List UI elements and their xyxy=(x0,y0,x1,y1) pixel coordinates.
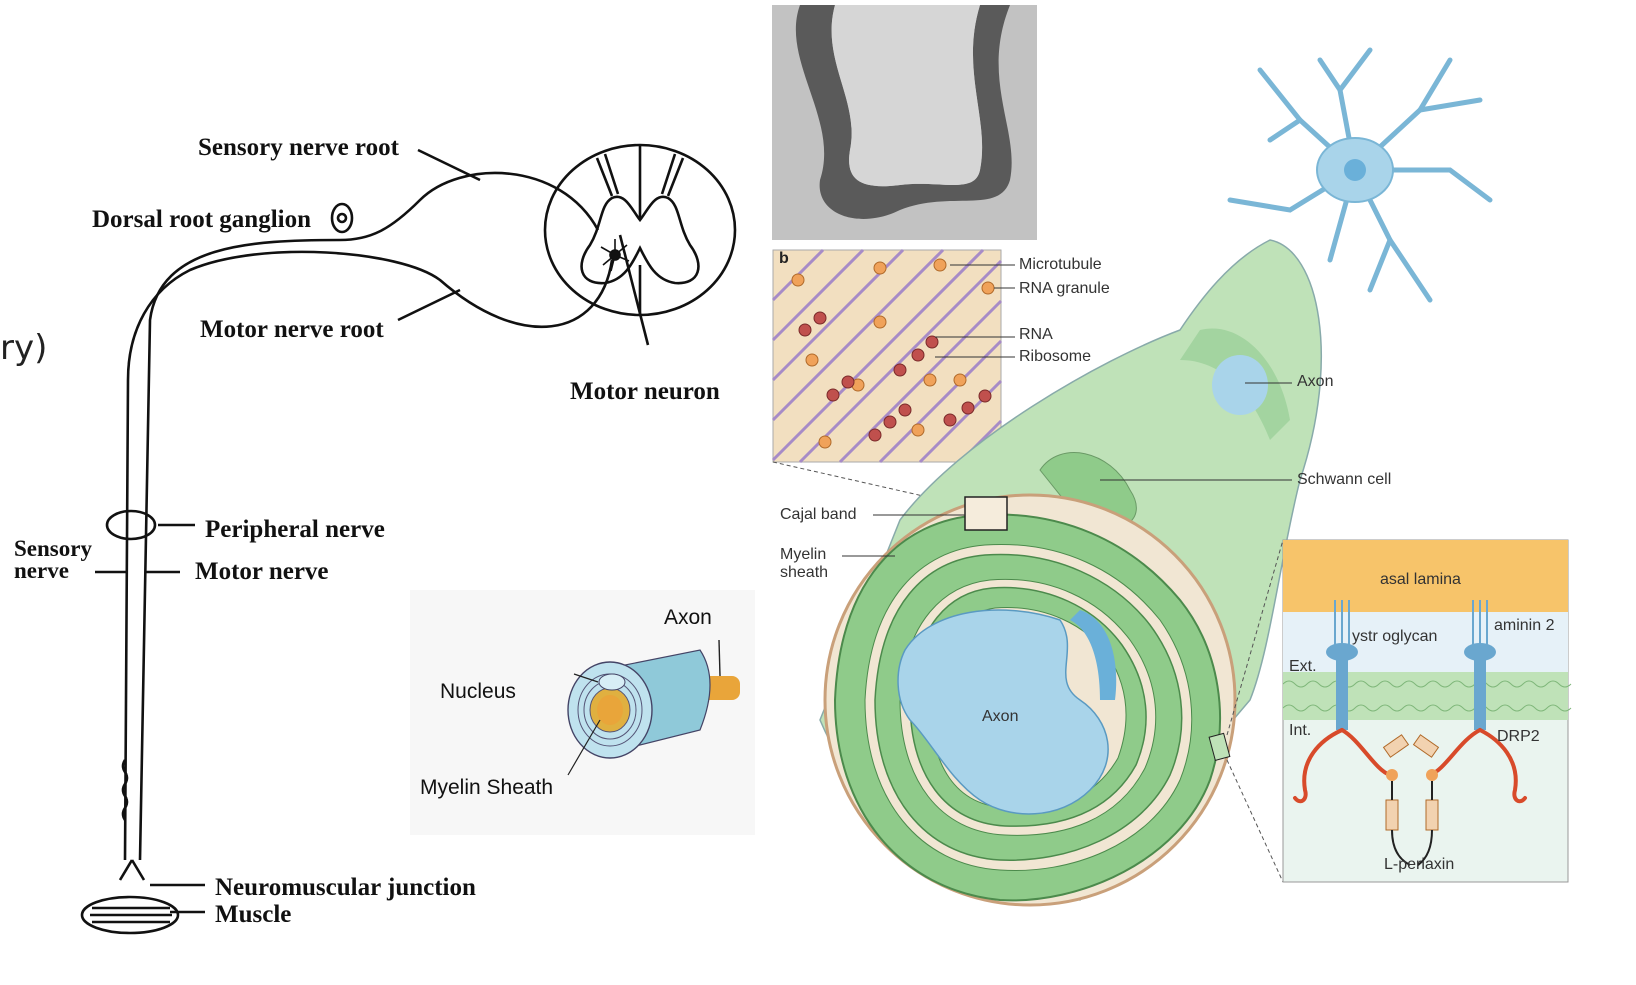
label-microtubule: Microtubule xyxy=(1019,256,1102,274)
label-cajal-band: Cajal band xyxy=(780,506,857,524)
label-panel-b: b xyxy=(779,250,789,268)
label-myelin-sheath: Myelin sheath xyxy=(780,546,828,582)
label-axon-top: Axon xyxy=(1297,373,1333,391)
label-axon-center: Axon xyxy=(982,708,1018,726)
label-periaxin: L-periaxin xyxy=(1384,856,1454,874)
label-drp2: DRP2 xyxy=(1497,728,1540,746)
molecular-inset xyxy=(1283,540,1571,882)
label-laminin: aminin 2 xyxy=(1494,617,1554,635)
label-basal-lamina: asal lamina xyxy=(1380,571,1461,589)
label-rna-granule: RNA granule xyxy=(1019,280,1110,298)
label-rna: RNA xyxy=(1019,326,1053,344)
label-int: Int. xyxy=(1289,722,1311,740)
label-ribosome: Ribosome xyxy=(1019,348,1091,366)
label-schwann-cell: Schwann cell xyxy=(1297,471,1391,489)
label-dystroglycan: ystr oglycan xyxy=(1352,628,1437,646)
label-ext: Ext. xyxy=(1289,658,1317,676)
electron-micrograph xyxy=(772,5,1037,240)
